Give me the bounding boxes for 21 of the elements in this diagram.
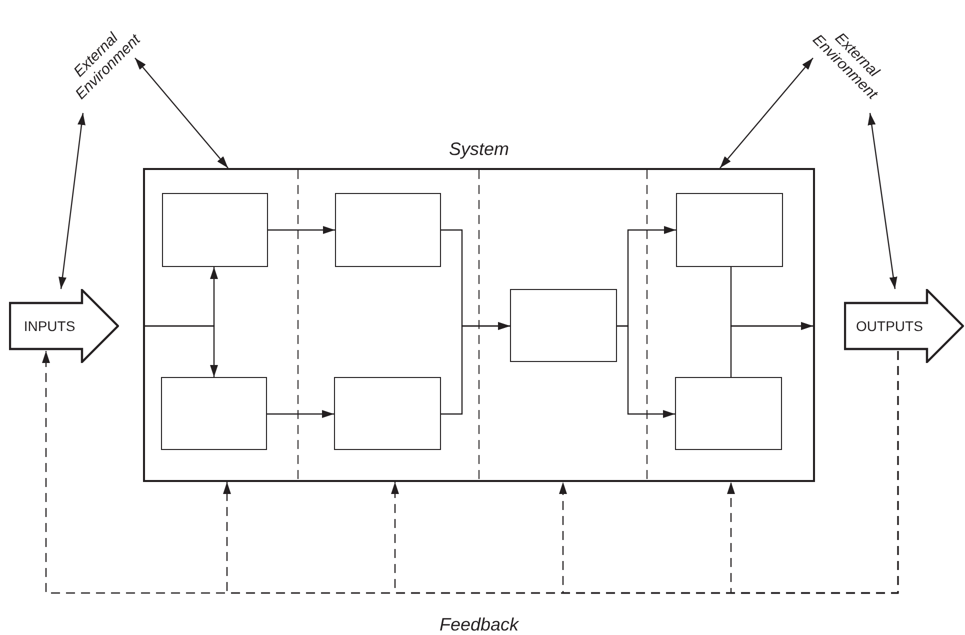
arrow-label: INPUTS (24, 316, 76, 336)
arrow (730, 322, 813, 377)
process-box (334, 377, 441, 450)
arrow (720, 58, 814, 168)
arrow (134, 58, 228, 168)
process-box (161, 377, 267, 450)
process-box (162, 193, 268, 267)
arrow (441, 322, 510, 415)
arrow (268, 226, 335, 234)
arrow (144, 325, 218, 377)
process-box (675, 377, 782, 450)
feedback-arrow (727, 351, 899, 594)
process-box (335, 193, 441, 267)
process-box (510, 289, 617, 362)
arrow (868, 112, 898, 290)
system-heading: System (449, 138, 509, 161)
arrow (267, 410, 334, 418)
arrow (58, 112, 86, 290)
arrow (617, 325, 675, 418)
process-box (676, 193, 783, 267)
arrow-label: OUTPUTS (856, 316, 923, 336)
